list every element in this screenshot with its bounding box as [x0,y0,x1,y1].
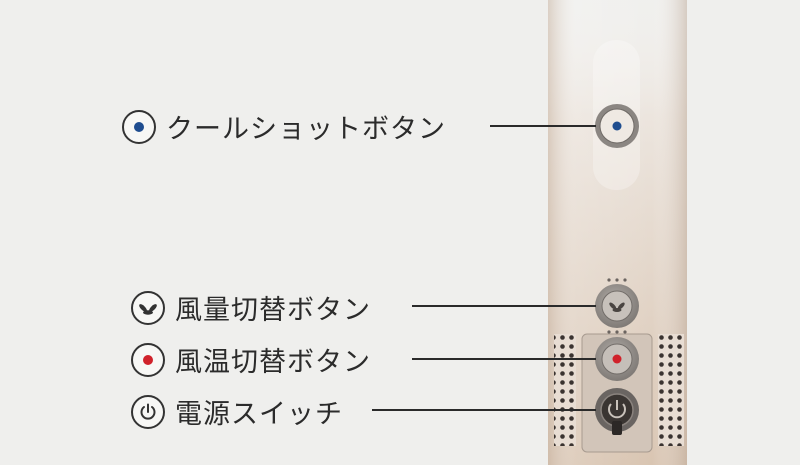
callout-heat-temp: 風温切替ボタン [131,340,371,379]
callout-text: 電源スイッチ [175,399,343,430]
leader-line-power [372,409,596,411]
cool-shot-dot [612,121,622,131]
leader-line-heat-temp [412,358,596,360]
vent-left [554,334,576,446]
callout-power: 電源スイッチ [131,392,343,431]
callout-text: クールショットボタン [166,114,446,145]
fan-icon [131,290,165,325]
callout-cool-shot: クールショットボタン [122,107,446,146]
power-icon [131,394,165,429]
vent-right [658,334,684,446]
leader-line-fan-speed [412,305,596,307]
dot-icon [131,342,165,377]
cool-shot-color-dot [134,121,144,132]
heat-temp-dot [612,354,622,364]
dot-icon [122,109,156,144]
callout-text: 風量切替ボタン [175,295,371,326]
fan-speed-indicator [607,278,627,334]
callout-fan-speed: 風量切替ボタン [131,288,371,327]
heat-temp-color-dot [143,354,153,365]
leader-line-cool-shot [490,125,596,127]
callout-text: 風温切替ボタン [175,347,371,378]
